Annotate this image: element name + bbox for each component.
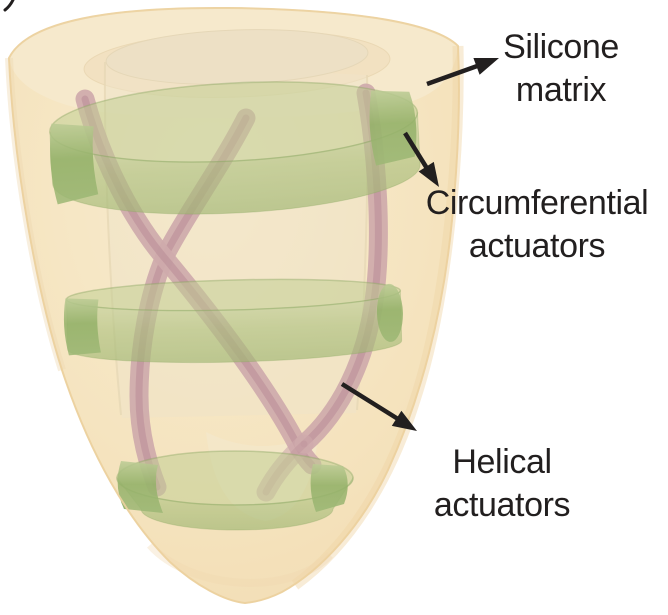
circumferential-actuators-group xyxy=(49,81,421,531)
ring-top-right-cap xyxy=(369,90,417,166)
annotation-arrows xyxy=(340,58,499,431)
label-helical-actuators-line2: actuators xyxy=(433,486,571,524)
label-circumferential-actuators-line1: Circumferential xyxy=(425,184,649,222)
panel-label-fragment xyxy=(3,0,15,12)
helical-actuators-arrow xyxy=(340,382,417,431)
label-circumferential-actuators-line2: actuators xyxy=(468,227,606,265)
silicone-matrix-arrow xyxy=(426,58,499,87)
ring-top-left-cap xyxy=(49,123,99,205)
label-silicone-matrix-line2: matrix xyxy=(515,71,607,109)
circumferential-actuator-ring-middle xyxy=(63,278,403,364)
ring-bottom-right-cap xyxy=(310,464,348,512)
circumferential-actuators-arrow xyxy=(403,131,439,187)
arrowhead-icon xyxy=(473,58,499,75)
circumferential-actuator-ring-bottom xyxy=(116,450,354,531)
label-helical-actuators: Helical actuators xyxy=(433,441,571,527)
label-silicone-matrix-line1: Silicone xyxy=(503,28,619,66)
label-helical-actuators-line1: Helical xyxy=(452,443,552,481)
label-silicone-matrix: Silicone matrix xyxy=(503,26,619,112)
circumferential-actuator-ring-top xyxy=(49,81,421,215)
ring-middle-left-cap xyxy=(63,298,101,356)
ring-bottom-left-cap xyxy=(117,461,163,513)
label-circumferential-actuators: Circumferential actuators xyxy=(426,182,649,268)
silicone-matrix-front-wall xyxy=(5,6,464,605)
arrowhead-icon xyxy=(418,161,439,187)
arrowhead-icon xyxy=(391,410,417,431)
ring-middle-right-cap xyxy=(376,283,403,342)
